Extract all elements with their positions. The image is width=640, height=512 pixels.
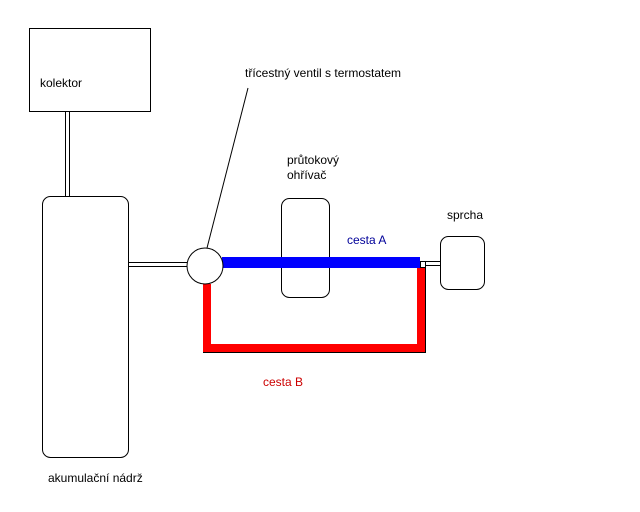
valve-circle: [186, 247, 224, 285]
path-a-pipe: [222, 257, 420, 268]
path-b-label: cesta B: [263, 375, 304, 389]
shower-box: [440, 236, 485, 290]
collector-box: [29, 28, 151, 112]
shower-label: sprcha: [447, 208, 484, 222]
collector-label: kolektor: [40, 76, 83, 90]
path-b-pipe: [203, 268, 425, 352]
heater-label-line2: ohřívač: [287, 168, 327, 182]
valve-pointer-line: [206, 87, 249, 249]
heater-label-line1: průtokový: [287, 153, 340, 167]
valve-label: třícestný ventil s termostatem: [245, 66, 402, 80]
tank-label: akumulační nádrž: [48, 471, 143, 485]
tank-box: [42, 196, 129, 458]
junction-box: [420, 261, 426, 268]
heater-box: [281, 198, 330, 298]
path-a-label: cesta A: [347, 233, 387, 247]
